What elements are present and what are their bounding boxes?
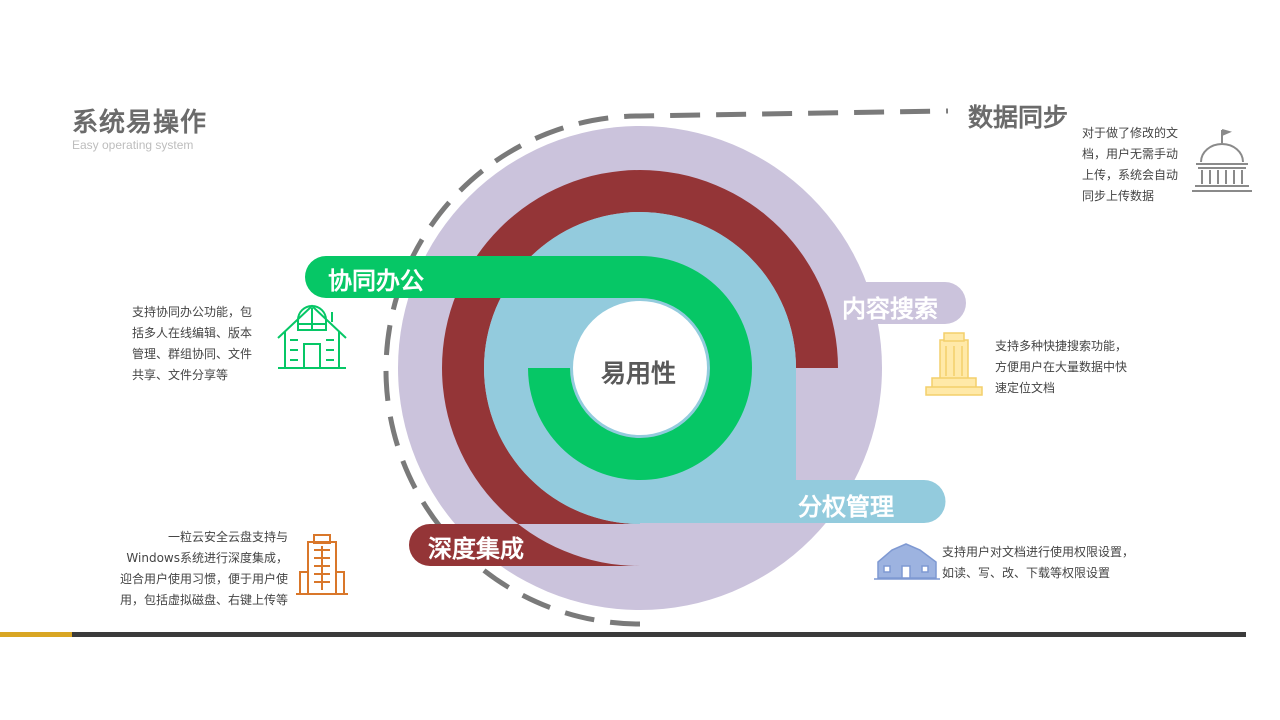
center-label: 易用性 — [601, 359, 677, 388]
label-integration: 深度集成 — [428, 535, 524, 563]
office-tower-icon — [296, 534, 348, 595]
townhouse-icon — [874, 543, 940, 580]
label-search: 内容搜索 — [842, 295, 938, 323]
ring-collaboration-body — [528, 256, 752, 480]
house-icon — [277, 304, 347, 369]
footer-line — [72, 632, 1246, 637]
footer-accent — [0, 632, 72, 637]
permission-desc: 支持用户对文档进行使用权限设置， 如读、写、改、下载等权限设置 — [942, 545, 1135, 580]
page-subtitle: Easy operating system — [72, 138, 194, 152]
skyscraper-icon — [925, 332, 983, 396]
label-collaboration: 协同办公 — [328, 267, 424, 295]
collab-desc: 支持协同办公功能，包 括多人在线编辑、版本 管理、群组协同、文件 共享、文件分享… — [132, 305, 253, 382]
search-desc: 支持多种快捷搜索功能， 方便用户在大量数据中快 速定位文档 — [995, 339, 1128, 395]
label-permission: 分权管理 — [798, 493, 894, 521]
sync-desc: 对于做了修改的文 档，用户无需手动 上传，系统会自动 同步上传数据 — [1082, 126, 1179, 203]
integration-desc: 一粒云安全云盘支持与 Windows系统进行深度集成， 迎合用户使用习惯，便于用… — [119, 530, 288, 607]
pill-search — [826, 282, 966, 324]
sync-title: 数据同步 — [968, 103, 1069, 132]
center-circle — [573, 301, 707, 435]
capitol-building-icon — [1192, 129, 1252, 192]
page-title: 系统易操作 — [72, 108, 208, 138]
